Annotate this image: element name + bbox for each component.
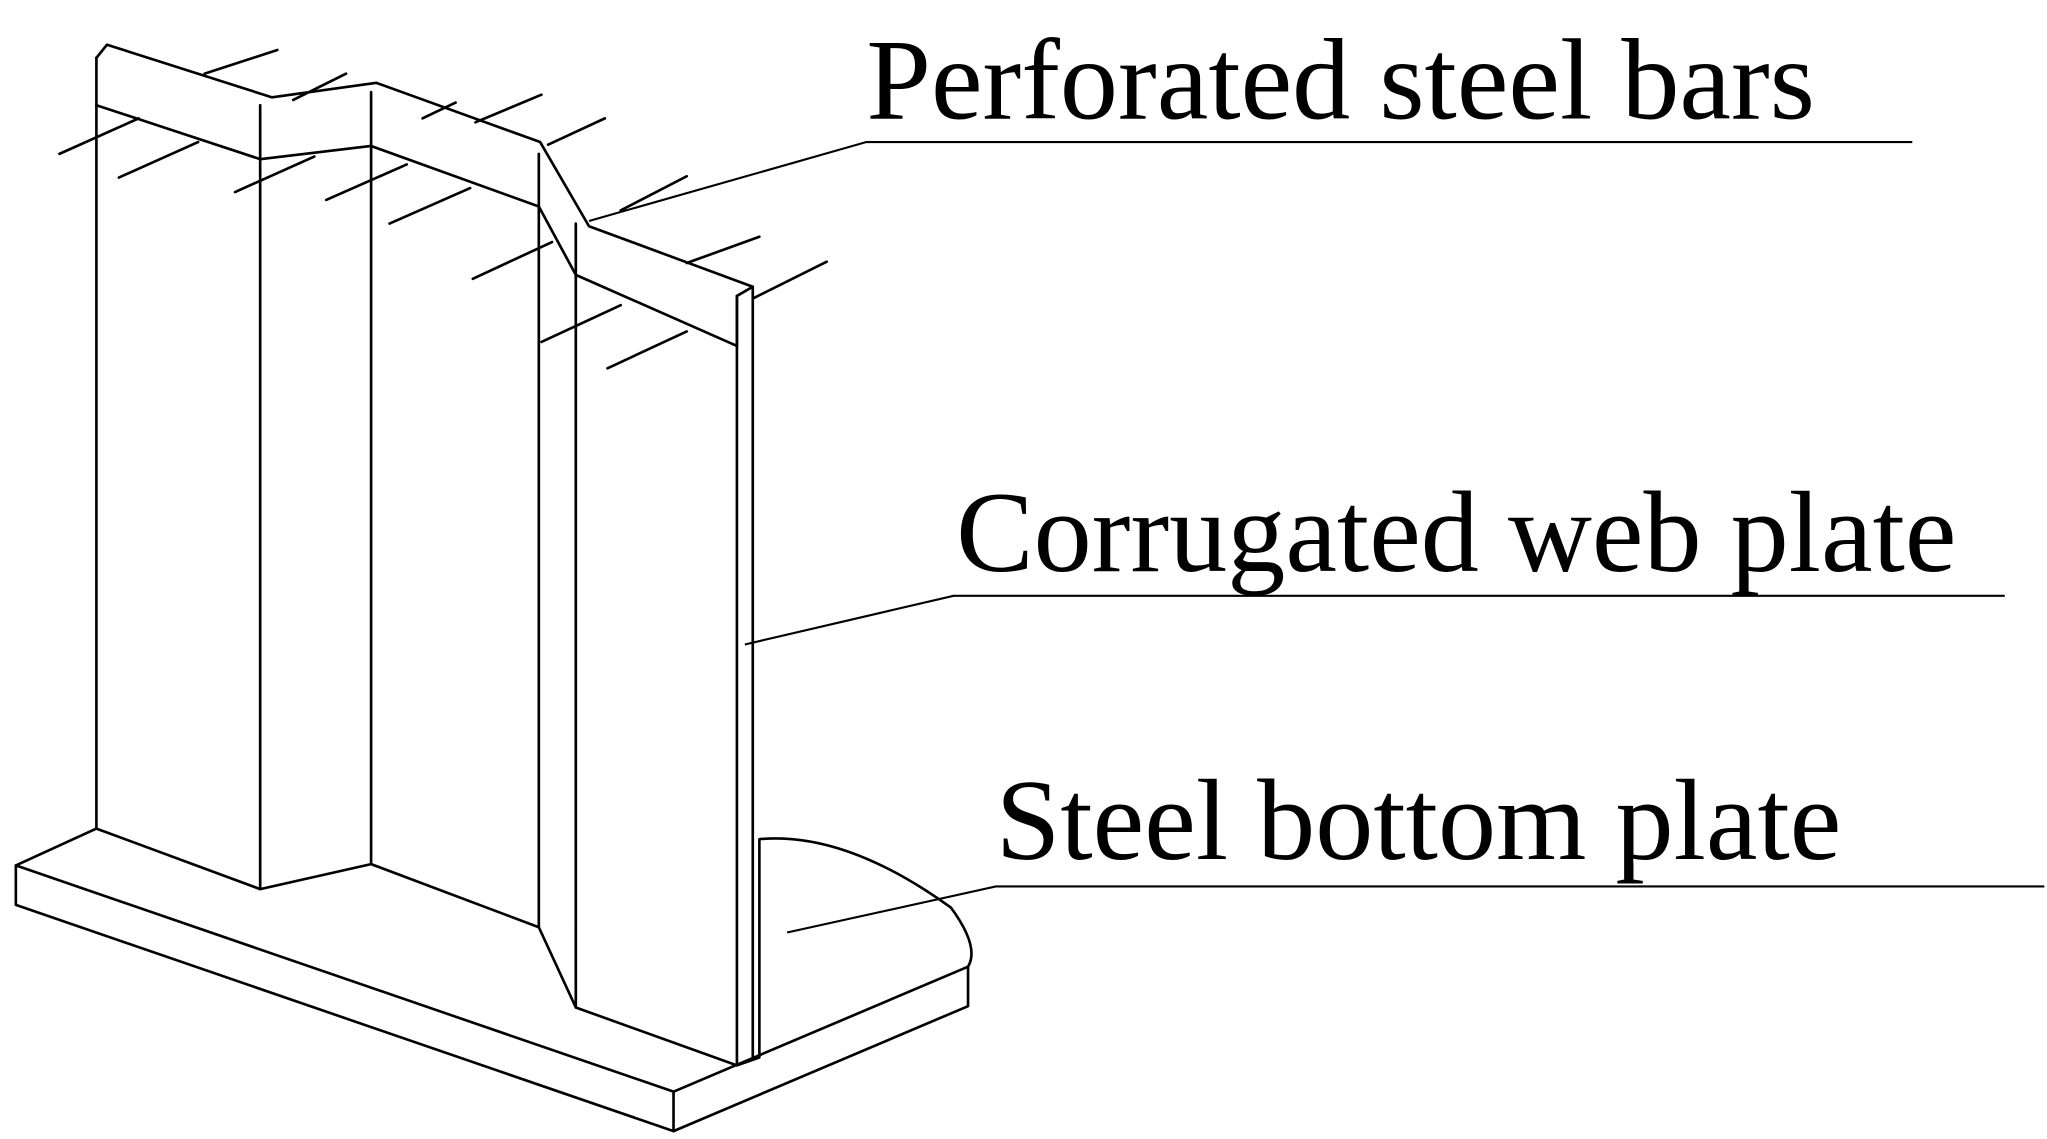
- perforated-steel-bars: [58, 48, 829, 370]
- corrugated-web-plate: [95, 43, 755, 1067]
- bottom-plate-top-face: [14, 827, 973, 1093]
- perforated-bar: [685, 235, 761, 265]
- perforated-bar: [540, 303, 623, 344]
- perforated-bar: [474, 93, 543, 124]
- perforated-bar: [471, 240, 554, 281]
- perforated-bar: [421, 101, 457, 120]
- leader-lines: [588, 140, 2045, 934]
- web-plate-end-edge: [735, 285, 755, 1067]
- label-perforated-steel-bars: Perforated steel bars: [866, 17, 1815, 145]
- perforated-bar: [619, 174, 689, 212]
- perforated-bar: [751, 260, 829, 300]
- leader-corrugated-web-plate: [744, 594, 2005, 646]
- perforated-bar: [606, 330, 689, 370]
- leader-perforated-steel-bars: [588, 140, 1913, 222]
- perforated-bar: [291, 72, 348, 102]
- perforated-bar: [117, 140, 200, 179]
- labels: Perforated steel bars Corrugated web pla…: [866, 17, 1956, 885]
- perforated-bar: [203, 48, 279, 75]
- perforated-bar: [546, 117, 607, 146]
- bottom-plate-front-thickness: [672, 965, 970, 1133]
- perforated-bar: [233, 155, 316, 194]
- bottom-plate-left-thickness: [14, 864, 675, 1133]
- label-steel-bottom-plate: Steel bottom plate: [996, 757, 1842, 885]
- web-plate-top-edge: [95, 43, 755, 289]
- perforated-bar: [324, 163, 409, 202]
- web-plate-top-face-front: [95, 103, 739, 348]
- label-corrugated-web-plate: Corrugated web plate: [956, 469, 1956, 597]
- leader-steel-bottom-plate: [786, 885, 2045, 934]
- perforated-bar: [58, 117, 140, 156]
- steel-bottom-plate: [14, 827, 973, 1133]
- web-plate-face-verticals: [95, 103, 578, 1009]
- perforated-bar: [388, 186, 472, 225]
- web-plate-crease-front: [258, 90, 739, 348]
